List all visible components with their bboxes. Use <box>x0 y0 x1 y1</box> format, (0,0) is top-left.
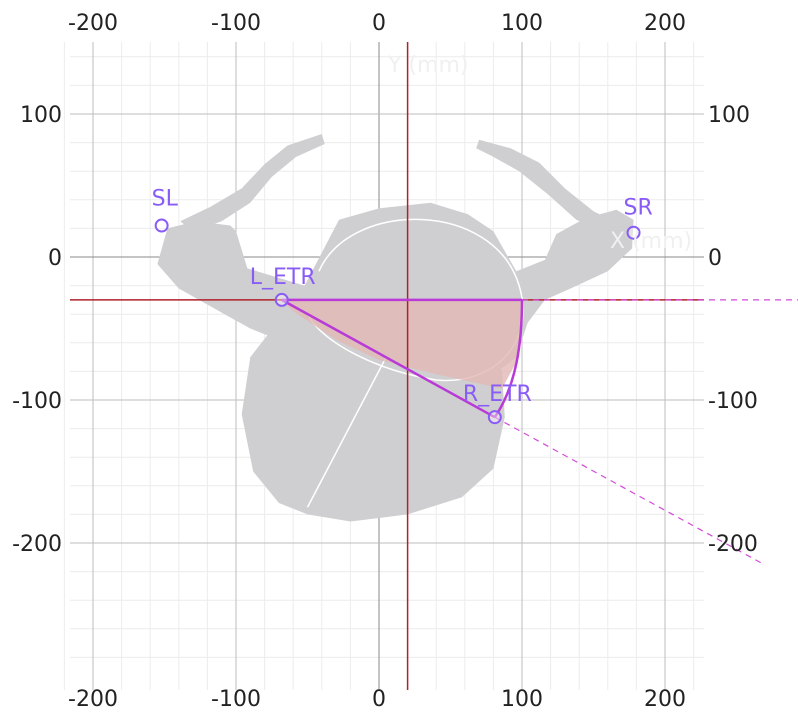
x-tick-label-bottom: -100 <box>211 687 261 712</box>
overlap-region <box>281 299 522 389</box>
y-tick-label-left: -200 <box>12 532 62 557</box>
anatomy-shapes <box>157 134 634 522</box>
landmark-label-r-etr: R_ETR <box>463 382 532 407</box>
x-axis-title: X (mm) <box>610 229 692 254</box>
tick-labels: Y (mm) X (mm) -200 -200 -100 -100 0 0 100 100 200 2… <box>12 11 758 712</box>
x-tick-label-bottom: 100 <box>501 687 543 712</box>
projection-dashed-line <box>494 416 766 566</box>
left-clavicle-shape <box>180 134 325 232</box>
l-etr-to-r-etr-line <box>281 298 496 419</box>
x-tick-label-top: -200 <box>68 11 118 36</box>
landmarks: SL SR L_ETR R_ETR <box>152 187 653 425</box>
landmark-label-sr: SR <box>624 196 653 221</box>
x-tick-label-bottom: 200 <box>644 687 686 712</box>
y-tick-label-left: 100 <box>20 103 62 128</box>
right-clavicle-shape <box>476 139 623 235</box>
x-tick-label-bottom: 0 <box>372 687 386 712</box>
y-axis-title: Y (mm) <box>387 53 468 78</box>
y-tick-label-left: 0 <box>48 246 62 271</box>
landmark-marker-r-etr <box>487 410 502 425</box>
y-tick-label-left: -100 <box>12 389 62 414</box>
landmark-marker-sl <box>154 218 169 233</box>
x-tick-label-top: 0 <box>372 11 386 36</box>
divider-line <box>306 356 387 508</box>
y-tick-label-right: -200 <box>708 532 758 557</box>
x-tick-label-top: -100 <box>211 11 261 36</box>
landmark-marker-sr <box>626 225 641 240</box>
x-tick-label-bottom: -200 <box>68 687 118 712</box>
y-tick-label-right: 0 <box>708 246 722 271</box>
r-etr-curve <box>493 299 524 418</box>
landmark-label-l-etr: L_ETR <box>250 265 316 290</box>
x-tick-label-top: 200 <box>644 11 686 36</box>
y-tick-label-right: -100 <box>708 389 758 414</box>
projection-lines <box>281 298 798 566</box>
landmark-marker-l-etr <box>274 292 289 307</box>
x-tick-label-top: 100 <box>501 11 543 36</box>
y-tick-label-right: 100 <box>708 103 750 128</box>
landmark-label-sl: SL <box>152 187 179 212</box>
